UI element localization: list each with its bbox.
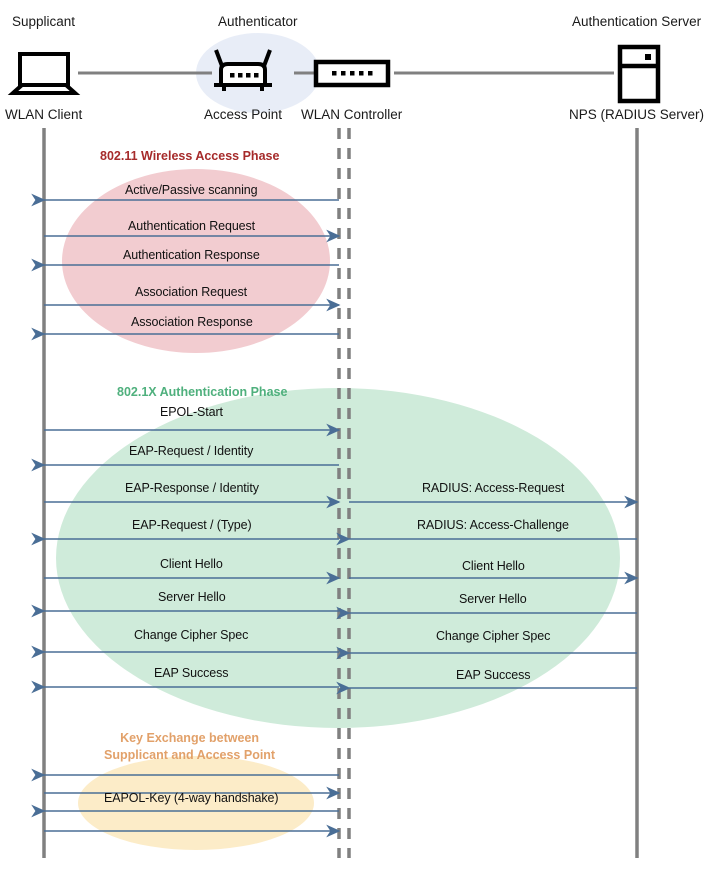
phase-ellipse-key-exchange [78, 756, 314, 850]
message-label: Authentication Request [128, 219, 256, 233]
message-label: EAPOL-Key (4-way handshake) [104, 791, 279, 805]
wlan-controller-icon [313, 59, 391, 88]
message-label: Change Cipher Spec [134, 628, 249, 642]
access-point-icon [214, 49, 272, 91]
message-label: Server Hello [459, 592, 527, 606]
message-label: RADIUS: Access-Challenge [417, 518, 569, 532]
actor-role-authentication-server: Authentication Server [572, 14, 702, 29]
message-label: EPOL-Start [160, 405, 223, 419]
message-label: EAP Success [456, 668, 531, 682]
actor-name-wlan-controller: WLAN Controller [301, 107, 403, 122]
message-label: EAP-Request / Identity [129, 444, 254, 458]
phase-label-phase-8021x: 802.1X Authentication Phase [117, 385, 288, 399]
actor-name-access-point: Access Point [204, 107, 283, 122]
message-arrow-layer [31, 193, 639, 838]
message-label: Client Hello [160, 557, 223, 571]
server-icon [617, 44, 661, 104]
message-label: EAP Success [154, 666, 229, 680]
actor-role-authenticator: Authenticator [218, 14, 298, 29]
phase-ellipse-80211 [62, 169, 330, 353]
phase-label-phase-80211: 802.11 Wireless Access Phase [100, 149, 280, 163]
message-label: Association Response [131, 315, 253, 329]
phase-label-phase-key-exchange-line-2: Supplicant and Access Point [104, 748, 276, 762]
message-label: Server Hello [158, 590, 226, 604]
message-label: EAP-Request / (Type) [132, 518, 252, 532]
message-label: EAP-Response / Identity [125, 481, 259, 495]
message-label: RADIUS: Access-Request [422, 481, 565, 495]
actor-name-nps-radius-server-: NPS (RADIUS Server) [569, 107, 705, 122]
message-label: Association Request [135, 285, 248, 299]
message-label: Active/Passive scanning [125, 183, 258, 197]
message-label: Change Cipher Spec [436, 629, 551, 643]
message-label: Authentication Response [123, 248, 260, 262]
actor-name-wlan-client: WLAN Client [5, 107, 83, 122]
message-label: Client Hello [462, 559, 525, 573]
laptop-base-icon [7, 83, 81, 95]
actor-role-supplicant: Supplicant [12, 14, 76, 29]
phase-label-phase-key-exchange-line-1: Key Exchange between [120, 731, 260, 745]
